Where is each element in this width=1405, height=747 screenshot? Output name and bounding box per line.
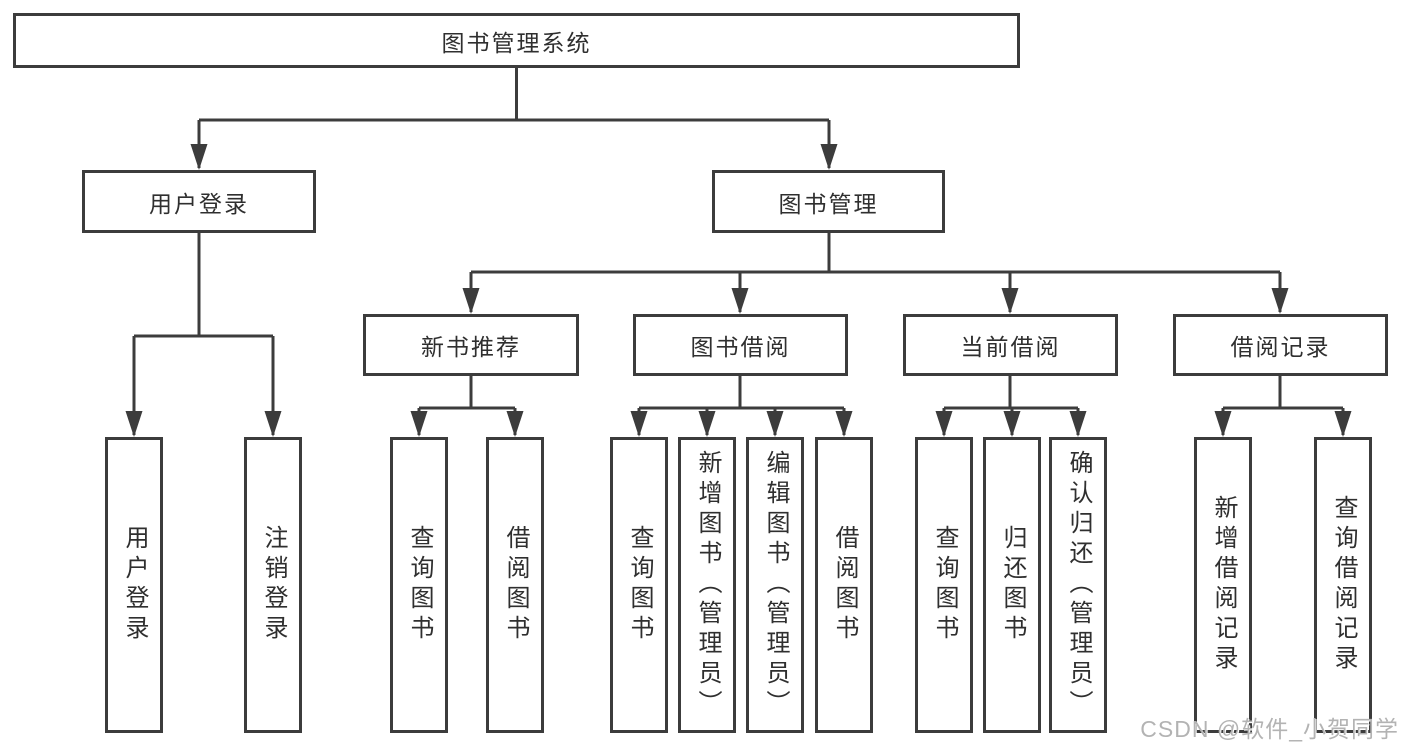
node-add-book-admin-leaf-label: 新增图书（管理员）	[694, 450, 721, 720]
node-new-book-recommend-label: 新书推荐	[421, 334, 521, 360]
node-edit-book-admin-leaf-label: 编辑图书（管理员）	[762, 450, 789, 720]
node-book-management-label: 图书管理	[778, 190, 879, 217]
node-add-borrow-record-leaf-label: 新增借阅记录	[1210, 495, 1237, 675]
node-user-login-label: 用户登录	[149, 190, 249, 217]
node-new-book-recommend: 新书推荐	[363, 314, 579, 376]
node-add-book-admin-leaf: 新增图书（管理员）	[678, 437, 736, 733]
node-return-book-leaf-label: 归还图书	[999, 525, 1026, 645]
node-query-borrow-record-leaf: 查询借阅记录	[1314, 437, 1372, 733]
node-borrow-records-label: 借阅记录	[1230, 334, 1331, 360]
node-root: 图书管理系统	[13, 13, 1020, 68]
node-borrow-books-recommend-leaf-label: 借阅图书	[502, 525, 529, 645]
node-user-login-leaf: 用户登录	[105, 437, 163, 733]
node-query-borrow-record-leaf-label: 查询借阅记录	[1330, 495, 1357, 675]
node-query-books-recommend-leaf-label: 查询图书	[406, 525, 433, 645]
node-query-books-borrow-leaf: 查询图书	[610, 437, 668, 733]
node-root-label: 图书管理系统	[441, 29, 592, 56]
node-query-books-current-leaf: 查询图书	[915, 437, 973, 733]
node-user-login-leaf-label: 用户登录	[121, 525, 148, 645]
node-logout-leaf: 注销登录	[244, 437, 302, 733]
node-query-books-current-leaf-label: 查询图书	[931, 525, 958, 645]
node-borrow-books-leaf: 借阅图书	[815, 437, 873, 733]
node-user-login: 用户登录	[82, 170, 316, 233]
node-return-book-leaf: 归还图书	[983, 437, 1041, 733]
node-borrow-books-leaf-label: 借阅图书	[831, 525, 858, 645]
node-edit-book-admin-leaf: 编辑图书（管理员）	[746, 437, 804, 733]
csdn-watermark: CSDN @软件_小贺同学	[1140, 716, 1399, 742]
node-current-borrow-label: 当前借阅	[960, 334, 1061, 360]
node-book-borrow: 图书借阅	[633, 314, 848, 376]
node-confirm-return-admin-leaf-label: 确认归还（管理员）	[1065, 450, 1092, 720]
node-logout-leaf-label: 注销登录	[260, 525, 287, 645]
node-query-books-borrow-leaf-label: 查询图书	[626, 525, 653, 645]
node-confirm-return-admin-leaf: 确认归还（管理员）	[1049, 437, 1107, 733]
node-query-books-recommend-leaf: 查询图书	[390, 437, 448, 733]
node-book-borrow-label: 图书借阅	[690, 334, 791, 360]
node-current-borrow: 当前借阅	[903, 314, 1118, 376]
node-borrow-records: 借阅记录	[1173, 314, 1388, 376]
node-book-management: 图书管理	[712, 170, 945, 233]
node-borrow-books-recommend-leaf: 借阅图书	[486, 437, 544, 733]
node-add-borrow-record-leaf: 新增借阅记录	[1194, 437, 1252, 733]
